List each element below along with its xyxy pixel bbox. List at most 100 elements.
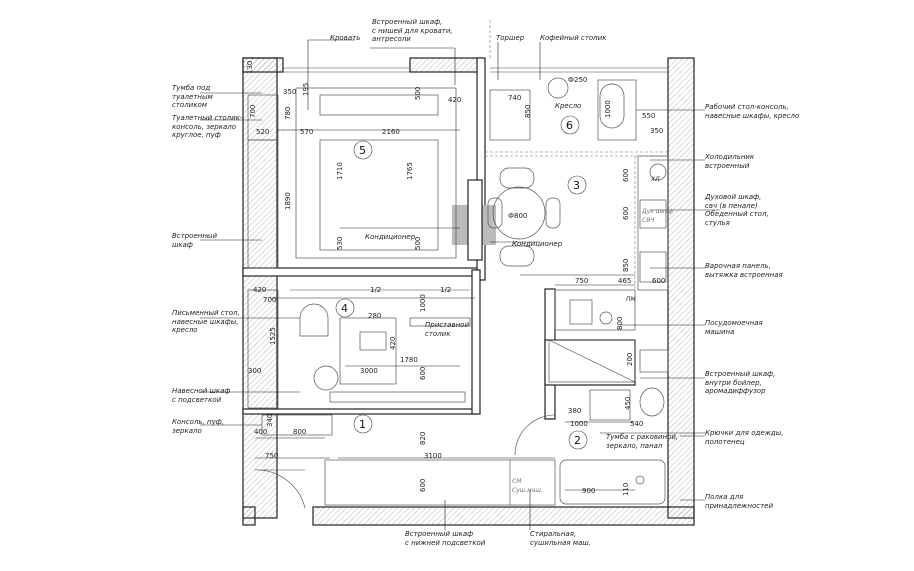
svg-text:1765: 1765 — [406, 162, 414, 180]
svg-text:450: 450 — [624, 397, 632, 410]
dimension-lines — [255, 129, 635, 491]
svg-text:600: 600 — [622, 207, 630, 220]
svg-text:380: 380 — [568, 407, 581, 415]
kitchen — [554, 155, 669, 331]
svg-text:465: 465 — [618, 277, 631, 285]
label-dishwasher: Посудомоечная машина — [705, 319, 763, 336]
svg-text:700: 700 — [263, 296, 276, 304]
svg-text:1890: 1890 — [284, 192, 292, 210]
label-ac-2: Кондиционер — [512, 240, 563, 248]
svg-text:110: 110 — [622, 483, 630, 496]
svg-text:820: 820 — [419, 432, 427, 445]
svg-text:740: 740 — [508, 94, 521, 102]
svg-text:570: 570 — [300, 128, 313, 136]
svg-text:750: 750 — [265, 452, 278, 460]
svg-text:850: 850 — [622, 259, 630, 272]
windows — [283, 67, 668, 73]
label-fridge: Холодильник встроенный — [705, 153, 755, 170]
room4-furniture — [247, 289, 471, 409]
svg-text:130: 130 — [246, 61, 254, 74]
room-3-number: 3 — [573, 179, 580, 192]
svg-text:800: 800 — [616, 317, 624, 330]
dining-table — [487, 167, 561, 267]
svg-text:420: 420 — [253, 286, 266, 294]
label-hob: Варочная панель, вытяжка встроенная — [705, 262, 783, 279]
svg-text:200: 200 — [626, 353, 634, 366]
dimension-text: 130 350 700 780 520 570 2160 1710 1765 1… — [246, 61, 665, 496]
room-2-number: 2 — [574, 434, 581, 447]
svg-text:2160: 2160 — [382, 128, 400, 136]
svg-text:420: 420 — [448, 96, 461, 104]
svg-text:1/2: 1/2 — [440, 286, 451, 294]
label-wardrobe: Встроенный шкаф — [172, 232, 217, 249]
svg-text:600: 600 — [419, 479, 427, 492]
svg-text:195: 195 — [302, 83, 310, 96]
svg-text:3100: 3100 — [424, 452, 442, 460]
leader-lines — [200, 39, 720, 530]
svg-text:780: 780 — [284, 107, 292, 120]
label-torsher: Торшер — [496, 34, 525, 42]
walls — [242, 57, 695, 526]
bed — [295, 87, 457, 259]
svg-text:700: 700 — [249, 105, 257, 118]
svg-text:500: 500 — [414, 87, 422, 100]
room-4-number: 4 — [341, 302, 348, 315]
svg-text:550: 550 — [642, 112, 655, 120]
label-oven: Духовой шкаф, свч (в пенале) Обеденный с… — [705, 193, 769, 227]
room-6-number: 6 — [566, 119, 573, 132]
svg-text:540: 540 — [630, 420, 643, 428]
svg-text:1000: 1000 — [604, 100, 612, 118]
svg-text:1000: 1000 — [419, 294, 427, 312]
bathroom — [548, 339, 669, 505]
svg-text:340: 340 — [266, 414, 274, 427]
label-shelf: Полка для принадлежностей — [705, 493, 774, 510]
label-console: Консоль, пуф, зеркало — [172, 418, 224, 435]
label-fridge-inner: ХЛ — [651, 176, 660, 183]
svg-text:520: 520 — [256, 128, 269, 136]
svg-text:530: 530 — [336, 237, 344, 250]
svg-text:350: 350 — [283, 88, 296, 96]
room-5-number: 5 — [359, 144, 366, 157]
svg-text:Ф250: Ф250 — [568, 76, 587, 84]
label-ac-1: Кондиционер — [365, 233, 416, 241]
label-armchair: Кресло — [555, 102, 582, 110]
svg-text:420: 420 — [389, 337, 397, 350]
room-1-number: 1 — [359, 418, 366, 431]
label-toilet-table: Туалетный столик- консоль, зеркало кругл… — [172, 114, 243, 139]
label-wardrobe-light: Встроенный шкаф с нижней подсветкой — [405, 530, 486, 547]
svg-text:300: 300 — [248, 367, 261, 375]
label-work-desk: Рабочий стол-консоль, навесные шкафы, кр… — [705, 103, 800, 120]
svg-text:850: 850 — [524, 105, 532, 118]
label-hanging-cabinet: Навесной шкаф с подсветкой — [172, 387, 231, 404]
svg-text:800: 800 — [293, 428, 306, 436]
svg-text:1/2: 1/2 — [370, 286, 381, 294]
svg-text:600: 600 — [419, 367, 427, 380]
label-boiler: Встроенный шкаф, внутри бойлер, аромадиф… — [705, 370, 776, 395]
label-bed: Кровать — [330, 34, 361, 42]
label-washer: Стиральная, сушильная маш. — [530, 530, 592, 547]
svg-text:1710: 1710 — [336, 162, 344, 180]
label-desk: Письменный стол, навесные шкафы, кресло — [172, 309, 240, 334]
label-tumba: Тумба под туалетным столиком — [172, 84, 213, 109]
svg-text:1000: 1000 — [570, 420, 588, 428]
svg-text:Ф800: Ф800 — [508, 212, 527, 220]
svg-text:1780: 1780 — [400, 356, 418, 364]
svg-text:900: 900 — [582, 487, 595, 495]
svg-text:600: 600 — [652, 277, 665, 285]
label-sink: Тумба с раковиной, зеркало, панал — [606, 433, 679, 450]
label-washer-inner: СМ Суш.маш. — [512, 478, 543, 494]
svg-text:280: 280 — [368, 312, 381, 320]
label-pm: ПМ — [626, 296, 636, 303]
svg-text:3000: 3000 — [360, 367, 378, 375]
room-numbers: 5 6 3 4 1 2 — [335, 115, 588, 450]
label-builtin-top: Встроенный шкаф, с нишей для кровати, ан… — [372, 18, 453, 43]
label-side-table: Приставной столик — [425, 321, 470, 338]
svg-text:600: 600 — [622, 169, 630, 182]
label-hooks: Крючки для одежды, полотенец — [705, 429, 784, 446]
label-oven-inner: Дух шкаф СВЧ — [642, 208, 674, 224]
label-coffee-table: Кофейный столик — [540, 34, 607, 42]
svg-text:750: 750 — [575, 277, 588, 285]
wardrobe-left — [247, 94, 279, 269]
svg-text:400: 400 — [254, 428, 267, 436]
svg-text:500: 500 — [414, 237, 422, 250]
